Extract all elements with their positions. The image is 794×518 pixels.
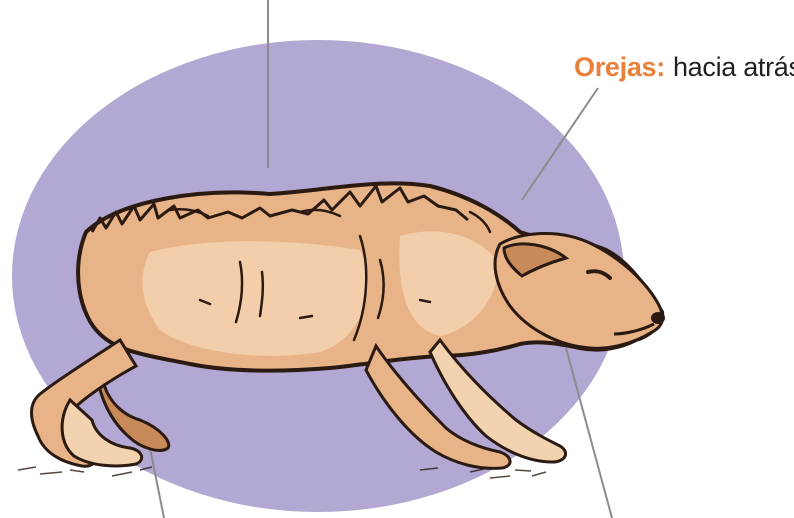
ears-annotation: Orejas: hacia atrás. xyxy=(574,52,794,83)
ears-term: Orejas: xyxy=(574,52,665,82)
ears-description: hacia atrás. xyxy=(673,52,794,82)
dog-nose xyxy=(651,312,665,324)
dog-belly-highlight xyxy=(143,241,368,356)
